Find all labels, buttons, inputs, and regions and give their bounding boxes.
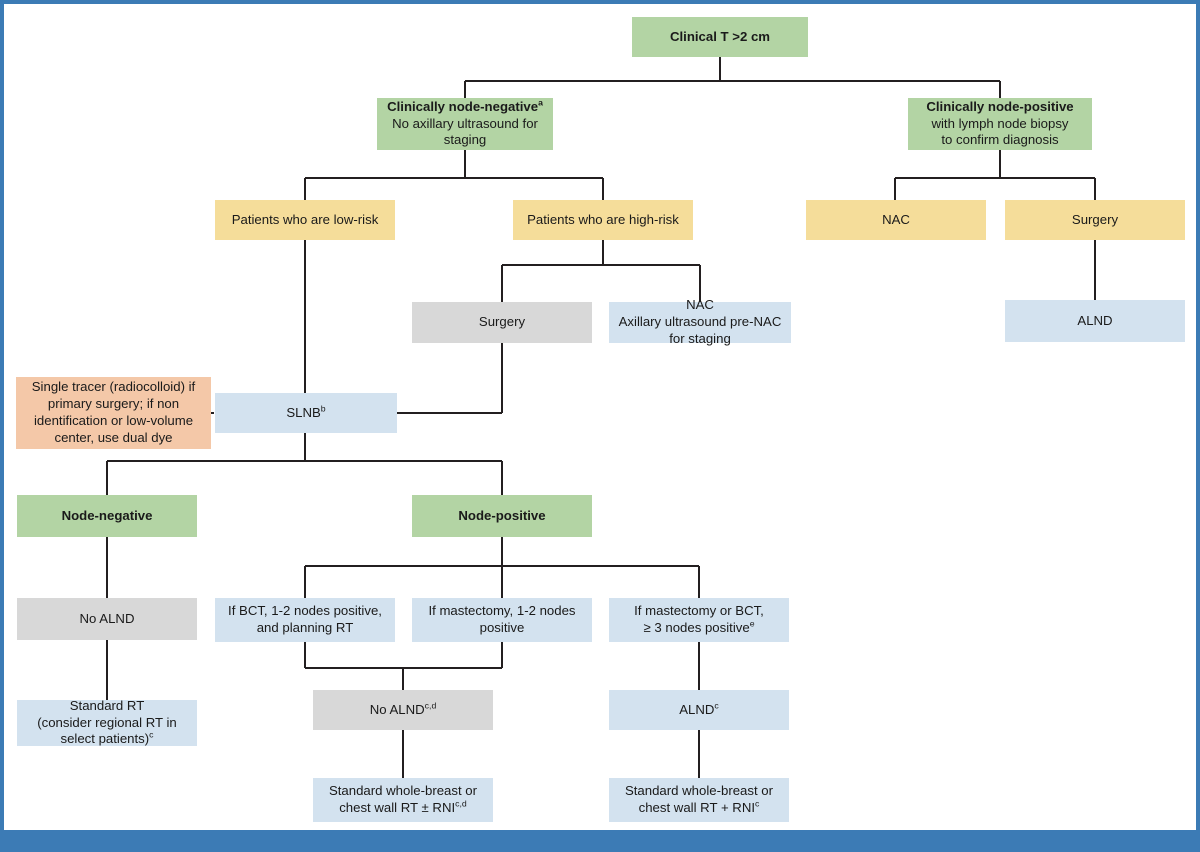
node-hr-nac-line2: Axillary ultrasound pre-NAC [618,314,782,330]
node-mast-1-2-line1: If mastectomy, 1-2 nodes [428,603,576,619]
node-3plus-line2: ≥ 3 nodes positive [643,620,750,635]
node-cnp-alnd-label: ALND [1077,312,1113,328]
node-rt-required-sup: c [755,798,760,809]
node-cnp-nac-label: NAC [882,211,910,227]
node-mastectomy-1-2-nodes[interactable]: If mastectomy, 1-2 nodes positive [412,598,592,642]
node-root-label: Clinical T >2 cm [669,28,771,44]
node-high-risk-label: Patients who are high-risk [527,211,679,227]
node-no-alnd-mid-label: No ALND [369,701,425,717]
node-hr-surgery-label: Surgery [478,314,526,330]
note-tracer-guidance[interactable]: Single tracer (radiocolloid) if primary … [16,377,211,449]
frame-bottom-bar [0,830,1200,852]
node-standard-rt-left-sup: c [149,730,154,741]
node-cnp-line3: to confirm diagnosis [941,132,1059,148]
node-slnb-node-positive[interactable]: Node-positive [412,495,592,537]
node-hr-nac-line3: for staging [669,330,731,346]
node-rt-optional-sup: c,d [455,798,467,809]
node-3plus-sup: e [749,618,755,629]
frame-border-right [1196,0,1200,830]
node-slnb-node-negative[interactable]: Node-negative [17,495,197,537]
node-no-alnd-mid[interactable]: No ALNDc,d [313,690,493,730]
node-cnp-line1: Clinically node-positive [926,98,1074,114]
node-standard-rt-left[interactable]: Standard RT (consider regional RT in sel… [17,697,197,747]
node-clinically-node-negative[interactable]: Clinically node-negativea No axillary ul… [377,98,553,150]
node-bct-1-2-nodes[interactable]: If BCT, 1-2 nodes positive, and planning… [215,598,395,642]
node-cnn-line1: Clinically node-negative [387,98,539,114]
node-cnp-line2: with lymph node biopsy [931,115,1069,131]
node-mastectomy-or-bct-3plus[interactable]: If mastectomy or BCT, ≥ 3 nodes positive… [609,598,789,642]
node-cnn-sup: a [538,97,543,108]
node-alnd-right[interactable]: ALNDc [609,690,789,730]
node-cnp-nac[interactable]: NAC [806,200,986,240]
node-slnb-node-negative-label: Node-negative [61,507,153,523]
frame-border-left [0,0,4,830]
node-high-risk-nac[interactable]: NAC Axillary ultrasound pre-NAC for stag… [609,297,791,346]
note-tracer-line4: center, use dual dye [54,429,173,445]
note-tracer-line1: Single tracer (radiocolloid) if [31,379,196,395]
note-tracer-line2: primary surgery; if non [47,396,180,412]
node-bct-1-2-line2: and planning RT [256,620,354,635]
node-slnb-sup: b [320,403,326,414]
node-low-risk-label: Patients who are low-risk [231,211,379,227]
node-rt-optional-line2: chest wall RT ± RNI [339,800,456,815]
node-high-risk-surgery[interactable]: Surgery [412,302,592,343]
node-cnn-line2: No axillary ultrasound for [392,115,538,131]
node-no-alnd-left-label: No ALND [79,610,135,626]
node-rt-optional-line1: Standard whole-breast or [328,783,478,799]
frame-border-top [0,0,1200,4]
node-cnp-surgery[interactable]: Surgery [1005,200,1185,240]
node-no-alnd-left[interactable]: No ALND [17,598,197,640]
node-rt-required-line1: Standard whole-breast or [624,783,774,799]
node-high-risk[interactable]: Patients who are high-risk [513,200,693,240]
node-cnn-line3: staging [443,132,487,148]
node-alnd-right-sup: c [714,700,719,711]
node-root[interactable]: Clinical T >2 cm [632,17,808,57]
node-standard-rt-left-line2: (consider regional RT in [37,714,177,730]
node-standard-rt-left-line1: Standard RT [69,697,145,713]
node-rt-required-line2: chest wall RT + RNI [638,800,756,815]
node-bct-1-2-line1: If BCT, 1-2 nodes positive, [228,603,382,619]
note-tracer-line3: identification or low-volume [33,413,194,428]
node-alnd-right-label: ALND [679,701,715,717]
node-rt-rni-optional[interactable]: Standard whole-breast or chest wall RT ±… [313,778,493,822]
node-cnp-alnd[interactable]: ALND [1005,300,1185,342]
node-hr-nac-line1: NAC [686,297,714,313]
node-no-alnd-mid-sup: c,d [424,700,437,711]
node-standard-rt-left-line3: select patients) [60,731,150,747]
node-slnb-node-positive-label: Node-positive [458,507,546,523]
node-slnb-label: SLNB [286,404,321,420]
node-3plus-line1: If mastectomy or BCT, [634,603,764,619]
node-clinically-node-positive[interactable]: Clinically node-positive with lymph node… [908,98,1092,150]
node-rt-rni-required[interactable]: Standard whole-breast or chest wall RT +… [609,778,789,822]
node-cnp-surgery-label: Surgery [1071,211,1119,227]
node-low-risk[interactable]: Patients who are low-risk [215,200,395,240]
node-mast-1-2-line2: positive [479,620,525,635]
node-slnb[interactable]: SLNBb [215,393,397,433]
